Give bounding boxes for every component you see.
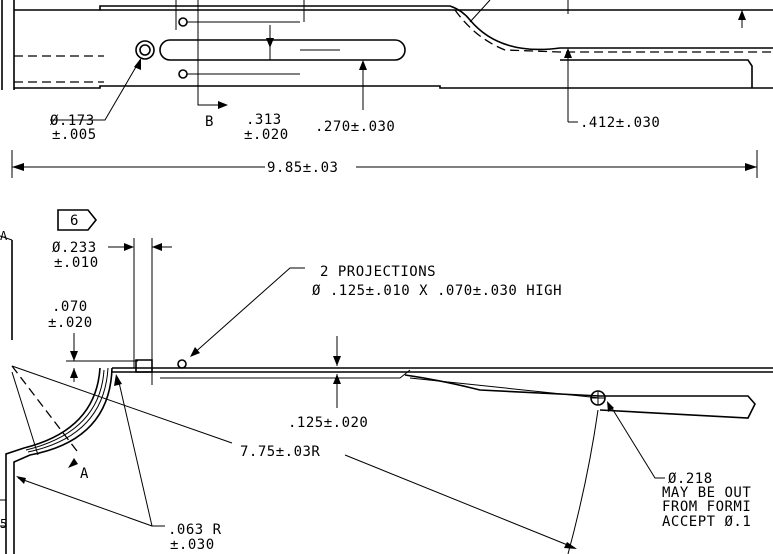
- corner-radius-value: .063 R: [168, 522, 222, 538]
- projections-note-line1: 2 PROJECTIONS: [320, 264, 436, 280]
- top-view: Ø.173 ±.005 B .313 ±.020 .270±.030 .412±…: [1, 0, 773, 178]
- edge-label: 5: [0, 517, 8, 531]
- hole-note-line3: FROM FORMI: [662, 499, 751, 515]
- note-flag-number: 6: [70, 213, 79, 229]
- slot-width-value: .313: [246, 112, 282, 128]
- rib-height-tol: ±.020: [48, 315, 93, 331]
- hole-note-line1: Ø.218: [668, 471, 713, 487]
- hole-note-line4: ACCEPT Ø.1: [662, 514, 751, 530]
- projections-note-line2: Ø .125±.010 X .070±.030 HIGH: [312, 283, 562, 299]
- hole-note-line2: MAY BE OUT: [662, 485, 751, 501]
- hole-dia-value: Ø.173: [50, 113, 95, 129]
- section-marker-a-upper: A: [0, 229, 8, 243]
- rib-dia-tol: ±.010: [54, 255, 99, 271]
- rib-height-value: .070: [52, 299, 88, 315]
- bend-radius-dim: 7.75±.03R: [240, 444, 320, 460]
- overall-length-dim: 9.85±.03: [267, 160, 338, 176]
- rib-dia-value: Ø.233: [52, 240, 97, 256]
- section-marker-b: B: [205, 114, 214, 130]
- hole-dia-tol: ±.005: [52, 127, 97, 143]
- corner-radius-tol: ±.030: [170, 537, 215, 553]
- slot-width-tol: ±.020: [244, 127, 289, 143]
- section-marker-a: A: [80, 466, 89, 482]
- side-view: 6 Ø.233 ±.010 .070 ±.020: [0, 209, 773, 554]
- note-flag: [57, 209, 98, 231]
- thickness-dim: .125±.020: [288, 415, 368, 431]
- step-height-dim: .412±.030: [580, 115, 660, 131]
- slot-offset-dim: .270±.030: [315, 119, 395, 135]
